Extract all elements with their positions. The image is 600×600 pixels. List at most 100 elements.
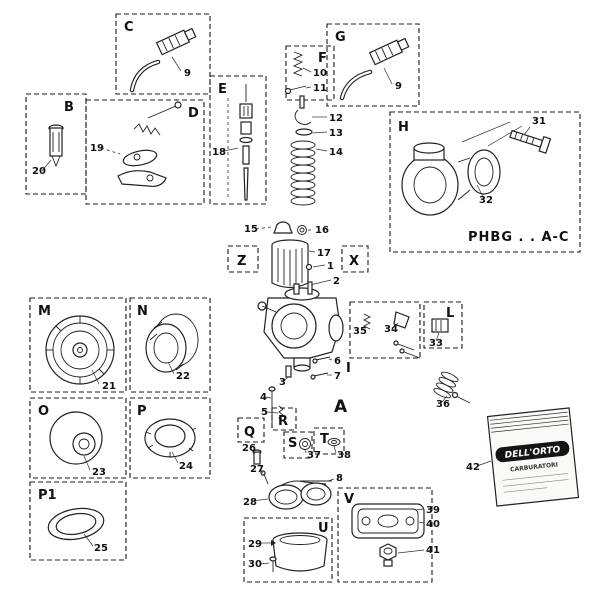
float-assembly: 28 8 [243,473,343,510]
section-p1: P1 25 [29,481,127,561]
part-number-35: 35 [353,326,367,337]
leader-2 [309,279,332,286]
parts-bag: DELL'ORTO CARBURATORI [486,407,580,507]
mount-flange [328,314,344,342]
box-i [349,301,421,359]
leader-35 [360,325,366,330]
section-g: G 9 [326,23,420,107]
gasket-hole-left [361,516,371,526]
part-number-36: 36 [436,399,450,410]
jet-holder [239,103,253,119]
leader-8 [327,478,335,482]
section-c: C 9 [115,13,211,95]
small-boxes-group: Q R S 37 T 38 26 27 [237,407,351,485]
part-number-31: 31 [532,116,546,127]
section-label-e: E [218,82,227,97]
slide-return-spring [290,140,316,206]
section-o: O 23 [29,397,127,479]
spring-3 [285,365,292,378]
part-number-7: 7 [334,371,341,382]
section-l: L 33 [423,301,463,349]
arrowhead-29 [271,540,276,546]
box-u [243,517,333,583]
spring-seat-washer [295,128,313,136]
venturi-bore-outer [271,303,317,349]
box-f [285,45,335,101]
leader-31 [523,126,531,136]
box-o [29,397,127,479]
box-p [129,397,211,479]
leader-h2 [461,121,511,143]
cap-parts-row: 15 16 [244,221,329,236]
leader-6 [328,358,333,361]
taper-needle [243,167,249,201]
section-label-c: C [124,20,134,35]
plunger-tip [51,155,61,168]
leader-17 [308,250,316,253]
part-number-9a: 9 [184,68,191,79]
idle-spring [292,51,304,77]
section-b: B 20 [25,93,87,195]
leader-5 [266,411,279,414]
float-left [268,484,304,510]
part-number-23: 23 [92,467,106,478]
bag-sub-text: CARBURATORI [510,461,558,473]
jet-part-drawing [155,27,197,56]
leader-27 [259,468,264,474]
part-number-4: 4 [260,392,267,403]
box-s [283,431,313,459]
box-h [389,111,581,253]
leader-1 [312,264,326,268]
section-d: D 19 [85,99,205,205]
part-number-22: 22 [176,371,190,382]
leader-14 [315,148,328,152]
section-label-s: S [288,436,297,451]
section-label-r: R [278,414,288,429]
leader-26 [249,447,256,454]
leader-9a [171,56,182,72]
part-number-39: 39 [426,505,440,516]
section-i: I 35 34 [346,301,421,376]
leader-15 [255,226,272,230]
cable-clip [294,109,312,125]
part-number-38: 38 [337,450,351,461]
small-screws-group: 6 7 3 4 5 [260,356,341,424]
box-m [29,297,127,393]
part-number-15: 15 [244,224,258,235]
part-number-41: 41 [426,545,440,556]
leader-22 [167,361,175,375]
leader-36 [441,395,448,403]
part-number-10: 10 [313,68,327,79]
carb-top-cap [284,287,320,301]
leader-42 [476,460,492,467]
section-v: V 39 40 41 [337,487,440,583]
slide-group: Z X 17 1 2 [227,239,369,289]
washer-part [239,136,253,144]
part-number-32: 32 [479,195,493,206]
leader-30 [259,562,270,565]
part-number-30: 30 [248,559,262,570]
section-u: U 29 30 [243,517,333,583]
screw-6 [315,356,331,361]
leader-h1 [487,125,523,147]
jet-screw-27 [263,473,269,485]
leader-3 [283,376,289,382]
emulsion-tube [242,145,250,165]
sleeve-front [145,323,187,373]
box-c [115,13,211,95]
section-label-n: N [137,304,148,319]
section-label-z: Z [237,254,246,269]
section-label-t: T [320,432,329,447]
lever-screw-1 [397,343,415,351]
leader-11 [305,86,312,89]
fuel-tube-inner [130,60,160,92]
lever-screw-2 [403,351,421,359]
leader-23 [83,455,91,471]
section-h: H 31 32 PHBG . . A-C [389,111,581,253]
part-number-16: 16 [315,225,329,236]
main-jet [240,121,252,135]
leader-24 [171,451,179,464]
bowl-gasket-outer [351,503,425,539]
